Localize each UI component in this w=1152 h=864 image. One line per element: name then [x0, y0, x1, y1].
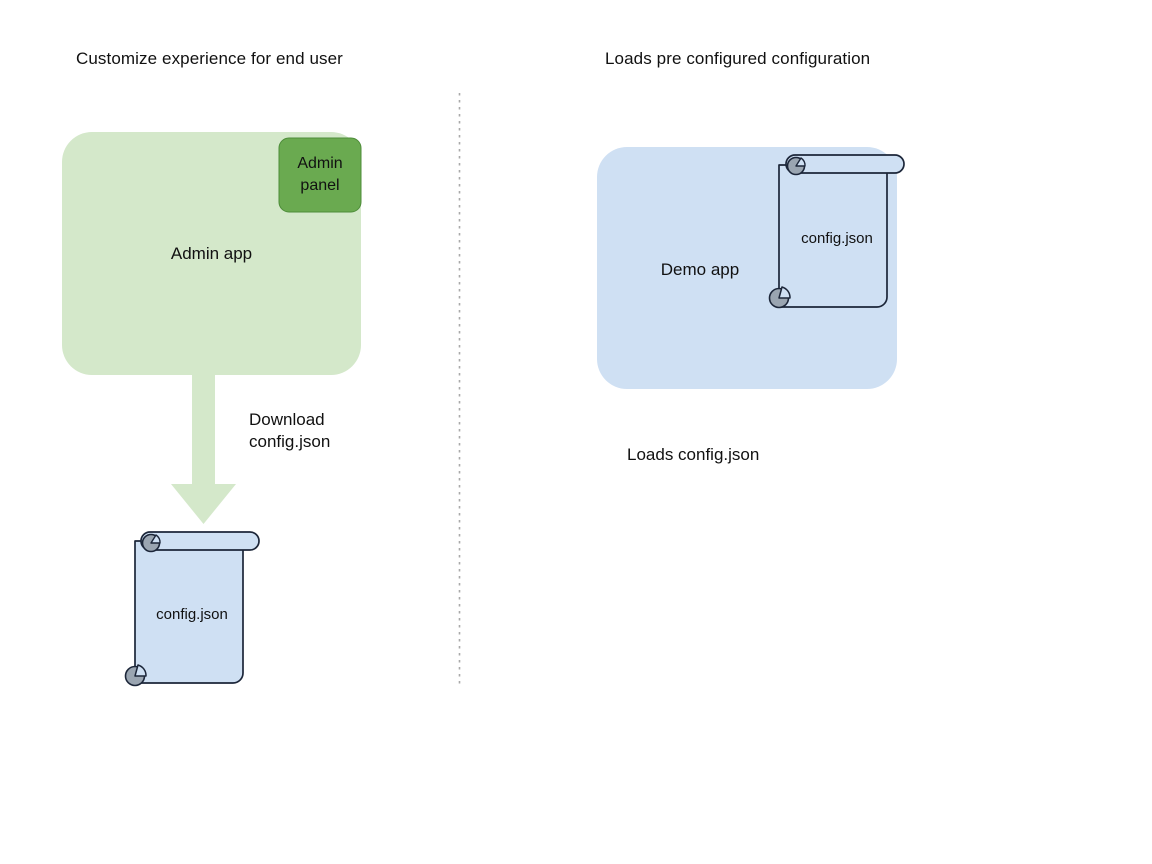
left-config-scroll-label: config.json [156, 606, 228, 623]
scroll-top-roll-icon [140, 531, 260, 551]
scroll-top-roll-notch-icon [795, 157, 806, 167]
download-arrow-label: Download config.json [249, 409, 330, 454]
scroll-bottom-roll-notch-icon [778, 286, 791, 299]
right-panel-title: Loads pre configured configuration [605, 49, 871, 68]
demo-app-label: Demo app [660, 260, 740, 279]
admin-app-label: Admin app [170, 244, 253, 263]
scroll-top-roll-icon [785, 154, 905, 174]
loads-config-caption: Loads config.json [627, 445, 760, 464]
admin-panel-badge[interactable] [278, 137, 362, 213]
left-config-scroll[interactable] [124, 531, 260, 687]
admin-panel-badge-line2: panel [300, 177, 340, 195]
download-arrow-shape [171, 330, 236, 524]
scroll-body [134, 540, 244, 684]
right-config-scroll[interactable] [768, 154, 905, 309]
left-panel-title: Customize experience for end user [76, 49, 343, 68]
admin-panel-badge-line1: Admin [297, 155, 343, 172]
right-config-scroll-label: config.json [801, 230, 873, 247]
admin-panel-badge-text: Admin panel [279, 153, 361, 198]
scroll-top-roll-notch-icon [150, 534, 161, 544]
scroll-body [778, 164, 888, 308]
scroll-bottom-roll-notch-icon [134, 664, 147, 677]
download-arrow-label-line1: Download [249, 410, 325, 429]
download-arrow-label-line2: config.json [249, 432, 331, 452]
